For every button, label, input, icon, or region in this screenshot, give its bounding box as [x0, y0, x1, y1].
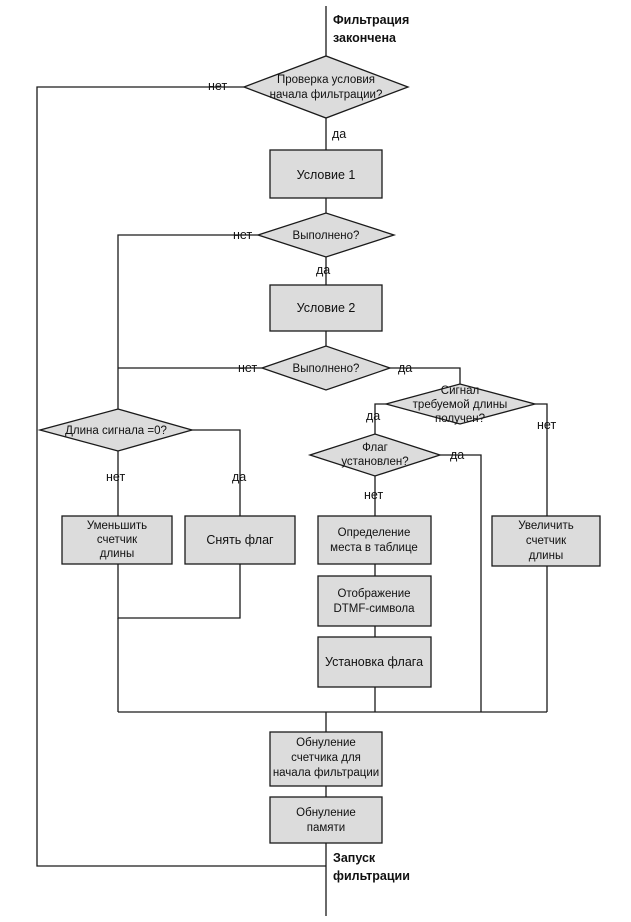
svg-text:Установка флага: Установка флага	[325, 655, 423, 669]
connectors	[36, 6, 548, 916]
svg-text:Снять флаг: Снять флаг	[206, 533, 274, 547]
branch-label-done2-yes: да	[398, 361, 412, 375]
branch-label-check-yes: да	[332, 127, 346, 141]
branch-label-flag-yes: да	[450, 448, 464, 462]
branch-label-length-no: нет	[106, 470, 125, 484]
branch-label-signal-no: нет	[537, 418, 556, 432]
decision-done-2: Выполнено?	[260, 345, 392, 391]
branch-label-done1-yes: да	[316, 263, 330, 277]
branch-label-check-no: нет	[208, 79, 227, 93]
decision-length-zero: Длина сигнала =0?	[37, 408, 195, 452]
branch-label-flag-no: нет	[364, 488, 383, 502]
svg-text:Условие 1: Условие 1	[297, 168, 356, 182]
decision-text: Выполнено?	[293, 230, 360, 242]
branch-label-done1-no: нет	[233, 228, 252, 242]
process-condition-1: Условие 1	[269, 149, 383, 199]
decision-text: Длина сигнала =0?	[65, 425, 167, 437]
decision-text: Выполнено?	[293, 363, 360, 375]
branch-label-length-yes: да	[232, 470, 246, 484]
svg-text:Условие 2: Условие 2	[297, 301, 356, 315]
branch-label-signal-yes: да	[366, 409, 380, 423]
decision-done-1: Выполнено?	[255, 212, 397, 258]
process-set-flag: Установка флага	[317, 636, 432, 688]
branch-label-done2-no: нет	[238, 361, 257, 375]
process-clear-flag: Снять флаг	[184, 515, 296, 565]
process-condition-2: Условие 2	[269, 284, 383, 332]
